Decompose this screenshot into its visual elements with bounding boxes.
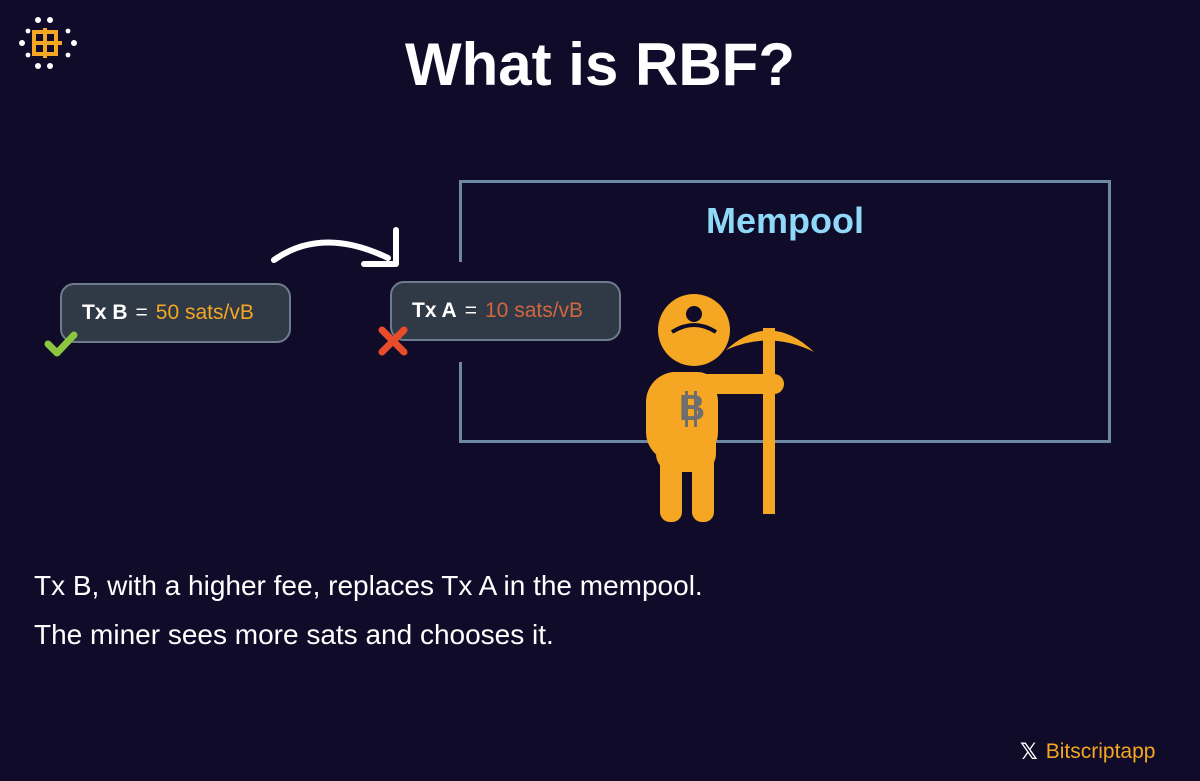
tx-a-card: Tx A = 10 sats/vB — [390, 281, 621, 341]
tx-b-name: Tx B — [82, 301, 128, 324]
check-icon — [44, 331, 78, 357]
tx-b-fee: 50 sats/vB — [155, 301, 254, 324]
replace-arrow-icon — [271, 227, 399, 267]
tx-a-equals: = — [464, 299, 477, 322]
x-logo-icon: 𝕏 — [1020, 739, 1038, 764]
page-title: What is RBF? — [405, 31, 795, 98]
caption-line-1: Tx B, with a higher fee, replaces Tx A i… — [34, 570, 703, 601]
footer-brand[interactable]: 𝕏 Bitscriptapp — [1020, 740, 1155, 764]
miner-icon: B — [646, 294, 814, 522]
tx-a-name: Tx A — [412, 299, 457, 322]
bitcoin-symbol: B — [679, 387, 705, 428]
tx-a-fee: 10 sats/vB — [485, 299, 584, 322]
mempool-label: Mempool — [706, 200, 864, 241]
tx-b-equals: = — [135, 301, 148, 324]
brand-name: Bitscriptapp — [1045, 740, 1156, 763]
tx-b-card: Tx B = 50 sats/vB — [60, 283, 291, 343]
logo-icon — [19, 17, 77, 69]
caption-line-2: The miner sees more sats and chooses it. — [34, 619, 554, 650]
cross-icon — [378, 326, 408, 356]
